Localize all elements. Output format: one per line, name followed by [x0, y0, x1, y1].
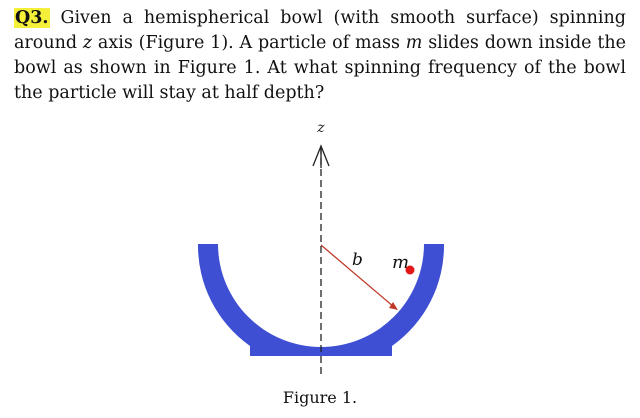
z-axis-label: z — [316, 120, 325, 136]
z-axis-arrowhead — [312, 144, 330, 168]
question-segment-3: slides down inside the bowl as shown in … — [14, 33, 626, 103]
particle-dot — [405, 265, 415, 275]
question-segment-1: Given a hemispherical bowl (with smooth … — [14, 8, 626, 53]
radius-arrow-head — [389, 302, 398, 310]
question-var-m: m — [405, 33, 423, 53]
question-label: Q3. — [14, 8, 50, 28]
radius-arrow-line — [320, 244, 395, 308]
question-text: Q3. Given a hemispherical bowl (with smo… — [14, 6, 626, 106]
figure-caption-text: Figure 1. — [282, 388, 358, 407]
question-segment-2: axis (Figure 1). A particle of mass — [92, 33, 406, 53]
figure-caption: Figure 1. — [0, 388, 640, 407]
question-var-z: z — [82, 33, 93, 53]
radius-label: b — [352, 250, 363, 270]
mass-label: m — [392, 252, 409, 273]
bowl-shell — [197, 244, 445, 356]
